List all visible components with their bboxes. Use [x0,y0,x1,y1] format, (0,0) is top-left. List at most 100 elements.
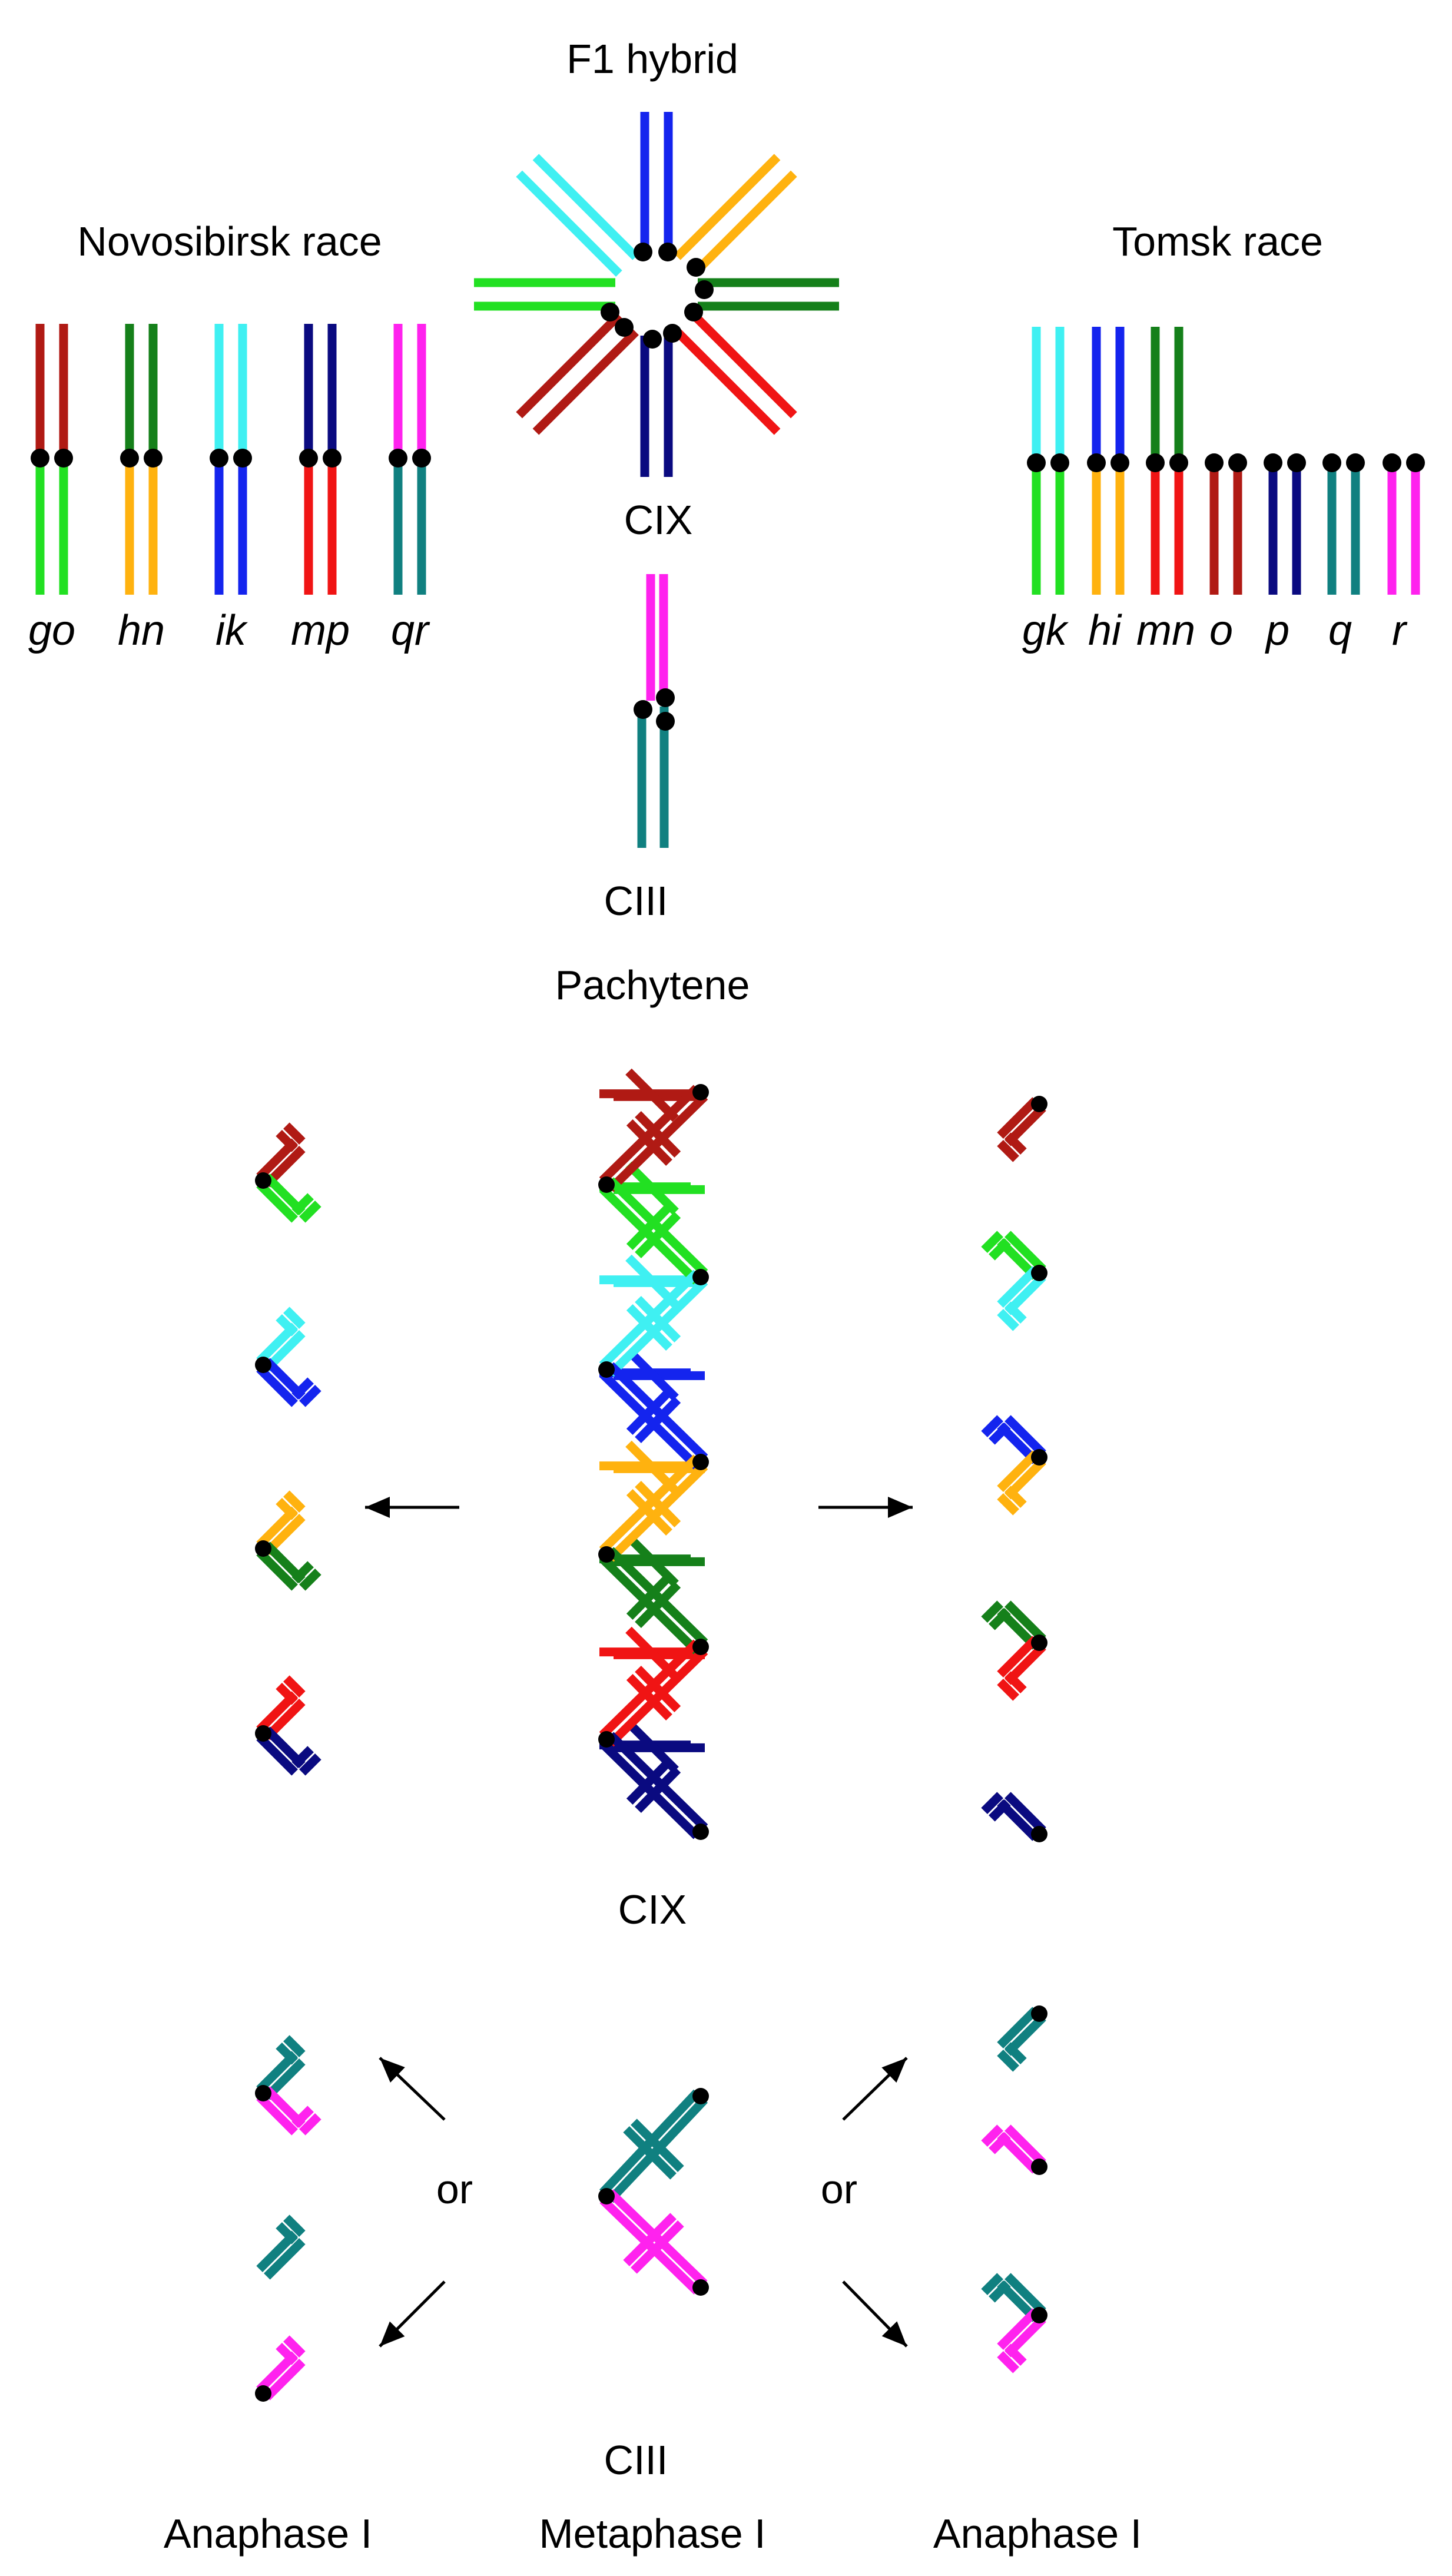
arrow-to-right-lower-head [881,2321,907,2346]
arrow-to-left-lower-head [380,2321,405,2346]
anaphase-right-upper-magenta-stem-2 [1005,2124,1046,2166]
chromosome-label-qr: qr [390,607,429,654]
chromosome-label-mn: mn [1136,607,1196,654]
metaphase-ciii-magenta-chiasma-2 [631,2220,684,2274]
bivalent-e-strand-1 [607,1278,708,1377]
anaphase-left-label: Anaphase I [163,2511,373,2557]
right-product-f-bar-2 [981,1415,1003,1437]
metaphase-label: Metaphase I [539,2511,766,2557]
right-product-b-bar-2 [981,1231,1003,1253]
left-product-g-stem-2 [256,1734,298,1776]
bivalent-d-strand-1 [607,1463,708,1562]
right-product-c-bar-1 [989,1608,1011,1630]
left-product-c-bar-2 [299,1569,321,1591]
bivalent-h-chiasma-1 [635,1665,681,1713]
right-product-c-stem-2 [1005,1600,1046,1642]
right-product-h-bar-2 [997,1679,1019,1701]
right-product-d-stem-2 [997,1450,1039,1492]
ring-arm-a-2 [516,312,622,419]
chain-centromere-8 [598,1731,615,1748]
bivalent-f-strand-2 [599,1370,700,1470]
right-product-a-bar-2 [997,1140,1019,1162]
bivalent-h-strand-1 [607,1647,708,1747]
anaphase-left-upper-centromere [255,2085,271,2101]
ring-centromere-5 [684,303,703,321]
ring-arm-d-2 [691,170,797,277]
left-product-f-bar-2 [299,1385,321,1407]
anaphase-left-lower-teal-stem-2 [264,2238,306,2280]
left-product-f-stem-2 [256,1365,298,1407]
cix-chain-label: CIX [618,1887,687,1932]
ring-centromere-1 [634,243,652,261]
centromere-mp-2 [323,449,342,468]
bivalent-g-chiasma-1 [626,1758,672,1805]
bivalent-e-chiasma-1 [635,1295,681,1343]
centromere-o-1 [1205,453,1224,472]
ring-arm-d-1 [674,154,781,260]
bivalent-f-chiasma-2 [635,1396,681,1444]
right-product-a-bar-1 [1005,1132,1027,1155]
anaphase-left-lower-magenta-stem-2 [264,2359,306,2401]
anaphase-right-upper-teal-stem-2 [997,2007,1039,2048]
metaphase-ciii-centromere-1 [598,2188,615,2204]
chain-centromere-4 [598,1361,615,1378]
centromere-mp-1 [299,449,318,468]
anaphase-right-upper-centromere-2 [1031,2159,1047,2175]
bivalent-b-chiasma-2 [635,1211,681,1259]
centromere-mn-2 [1169,453,1188,472]
metaphase-ciii-teal-chiasma-1 [631,2119,684,2172]
chromosome-label-hi: hi [1088,607,1122,654]
right-product-centromere-1 [1031,1096,1047,1112]
left-product-centromere-4 [255,1725,271,1742]
ciii-bottom-label: CIII [604,2437,668,2483]
centromere-hn-2 [144,449,163,468]
anaphase-right-lower-teal-stem-2 [1005,2273,1046,2315]
right-product-f-bar-1 [989,1423,1011,1445]
anaphase-right-upper-magenta-bar-2 [981,2124,1003,2147]
right-product-e-stem-2 [997,1266,1039,1308]
cix-ring-label: CIX [624,497,693,543]
right-product-centromere-2 [1031,1265,1047,1281]
bivalent-d-chiasma-1 [635,1480,681,1528]
anaphase-left-lower-teal-bar-1 [276,2222,298,2245]
bivalent-e-chiasma-2 [626,1304,672,1351]
chromosome-label-mp: mp [290,607,350,654]
anaphase-left-upper-magenta-stem-2 [256,2094,298,2136]
ciii-centromere-3 [656,712,675,731]
right-product-g-bar-2 [981,1792,1003,1814]
left-product-d-bar-2 [283,1490,306,1513]
anaphase-right-lower-magenta-bar-1 [1005,2343,1027,2366]
anaphase-left-lower-magenta-bar-2 [283,2335,306,2358]
pachytene-label: Pachytene [555,962,750,1008]
chain-centromere-6 [598,1546,615,1563]
anaphase-left-lower-centromere [255,2385,271,2402]
left-product-a-bar-2 [283,1122,306,1145]
centromere-hi-2 [1110,453,1129,472]
right-product-d-bar-2 [997,1493,1019,1516]
right-product-centromere-4 [1031,1635,1047,1651]
right-product-e-bar-2 [997,1309,1019,1331]
anaphase-right-upper-centromere-1 [1031,2005,1047,2022]
novosibirsk-race-label: Novosibirsk race [77,218,382,264]
anaphase-left-lower-teal-bar-2 [283,2214,306,2237]
ring-arm-h-1 [691,312,797,419]
chain-cross-f [625,1347,679,1401]
left-product-b-bar-1 [291,1193,314,1215]
anaphase-right-label: Anaphase I [933,2511,1142,2557]
tomsk-race-label: Tomsk race [1112,218,1323,264]
f1-hybrid-label: F1 hybrid [566,36,738,82]
right-product-b-stem-2 [1005,1231,1046,1272]
left-product-g-bar-2 [299,1753,321,1776]
arrow-to-right-products-head [888,1497,913,1518]
left-product-h-bar-1 [276,1683,298,1705]
left-product-g-bar-1 [291,1746,314,1768]
ring-centromere-4 [695,280,714,299]
right-product-h-stem-2 [997,1636,1039,1677]
centromere-r-2 [1406,453,1425,472]
anaphase-left-upper-teal-bar-2 [283,2035,306,2057]
chromosome-label-ik: ik [216,607,246,654]
centromere-o-2 [1228,453,1247,472]
right-product-a-stem-2 [997,1097,1039,1139]
